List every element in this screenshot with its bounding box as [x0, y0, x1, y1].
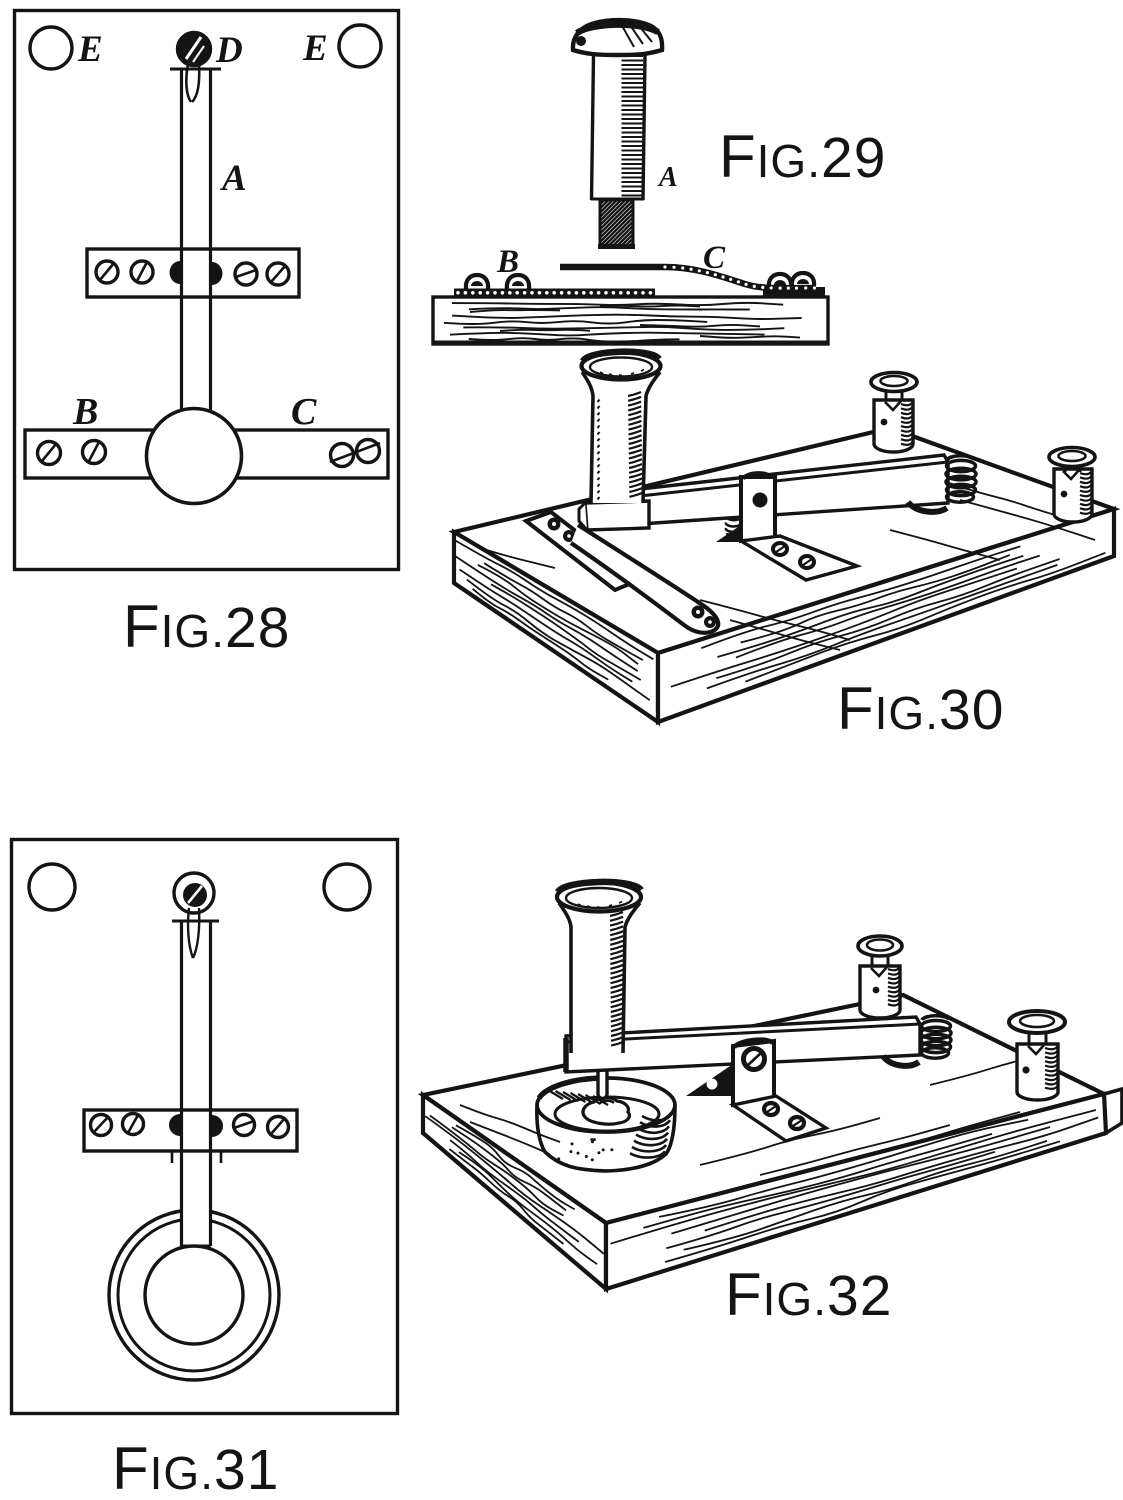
svg-text:D: D	[215, 30, 243, 71]
svg-text:C: C	[291, 391, 317, 433]
svg-text:C: C	[703, 240, 726, 276]
svg-text:FIG.32: FIG.32	[725, 1261, 892, 1328]
svg-text:E: E	[302, 28, 328, 69]
svg-text:E: E	[77, 29, 103, 70]
svg-text:A: A	[657, 162, 678, 193]
svg-text:A: A	[220, 158, 247, 199]
svg-text:FIG.31: FIG.31	[112, 1435, 279, 1500]
svg-text:FIG.29: FIG.29	[719, 123, 886, 190]
svg-text:B: B	[72, 391, 98, 433]
svg-text:FIG.30: FIG.30	[837, 675, 1004, 742]
svg-text:B: B	[496, 244, 519, 280]
svg-text:FIG.28: FIG.28	[123, 593, 290, 660]
